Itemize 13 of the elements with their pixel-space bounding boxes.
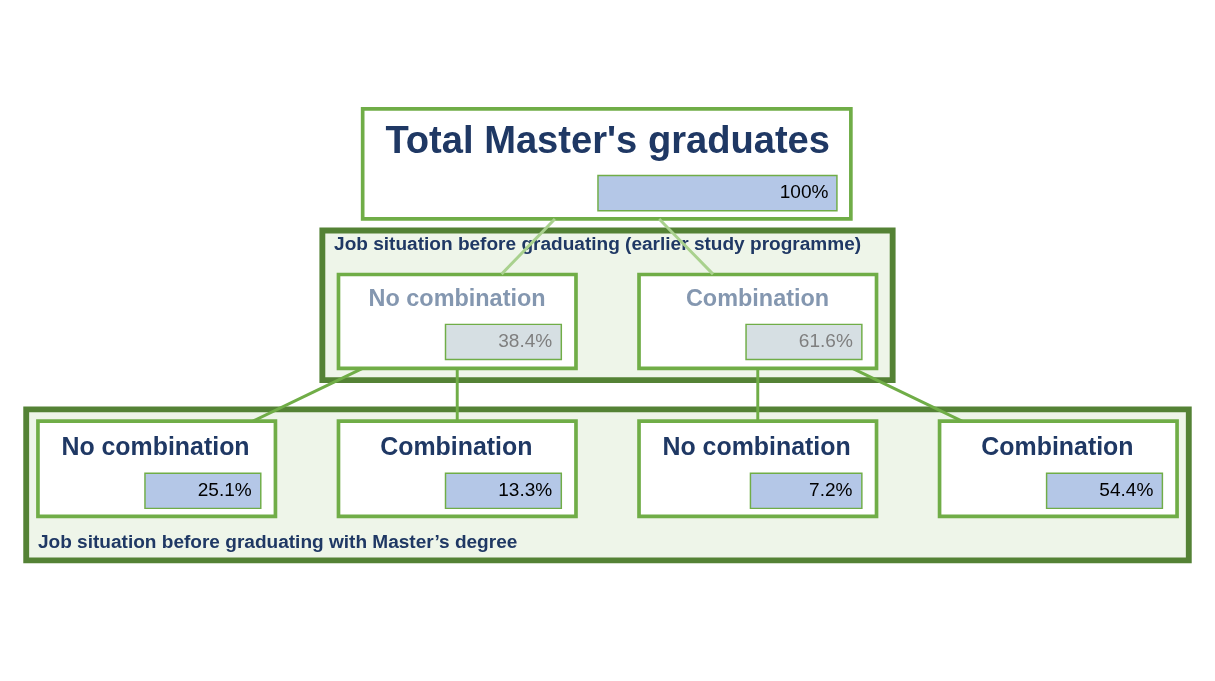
connector [252, 367, 364, 423]
connector [756, 368, 760, 421]
node-box: No combination 25.1% [36, 419, 278, 519]
connector [658, 217, 715, 276]
node-box: Combination 54.4% [937, 419, 1179, 519]
node-box: No combination 38.4% [336, 272, 578, 371]
node-box: No combination 7.2% [637, 419, 879, 519]
connector [851, 367, 963, 423]
node-box: Combination 13.3% [336, 419, 578, 519]
connector [455, 368, 459, 421]
node-box: Combination 61.6% [637, 272, 879, 371]
connector [500, 217, 556, 276]
node-box: Total Master's graduates 100% [360, 107, 853, 221]
